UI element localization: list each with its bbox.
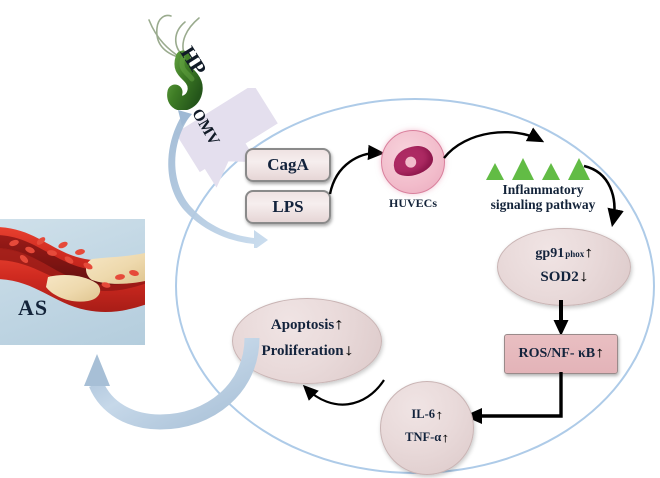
- cytokines-node: IL-6 ↑ TNF-α ↑: [380, 381, 474, 475]
- apoptosis-name: Apoptosis: [270, 317, 335, 333]
- omv-to-targets-arrow: [168, 110, 268, 248]
- ros-nfkb-box: ROS/NF- κB ↑: [504, 334, 618, 374]
- huvecs-to-inflammatory-arrow: [443, 127, 545, 159]
- sod2-name: SOD2: [540, 269, 579, 285]
- gp91-name: gp91: [535, 246, 565, 261]
- proliferation-name: Proliferation: [261, 343, 344, 359]
- proliferation-row: Proliferation ↓: [233, 343, 381, 360]
- ros-label: ROS/NF- κB: [518, 346, 596, 361]
- inflammatory-line2: signaling pathway: [490, 197, 596, 212]
- tnfa-name: TNF-α: [405, 430, 442, 444]
- triangle-icon: [542, 163, 560, 180]
- il6-name: IL-6: [411, 407, 436, 421]
- il6-trend-arrow: ↑: [434, 406, 444, 422]
- inflammatory-line1: Inflammatory: [502, 182, 584, 197]
- apoptosis-row: Apoptosis ↑: [233, 317, 381, 334]
- artery-plaque-svg: [0, 227, 145, 312]
- atherosclerosis-illustration: [0, 219, 145, 345]
- cytokines-to-cellfate-arrow: [302, 379, 385, 406]
- as-label: AS: [18, 295, 49, 320]
- gp91-trend-arrow: ↑: [583, 245, 594, 262]
- sod2-row: SOD2 ↓: [498, 269, 630, 286]
- oxidative-to-ros-arrow: [553, 300, 569, 336]
- triangle-icon: [486, 163, 504, 180]
- ros-trend-arrow: ↑: [594, 345, 605, 362]
- tnfa-trend-arrow: ↑: [441, 429, 450, 445]
- sod2-trend-arrow: ↓: [578, 268, 589, 286]
- inflammatory-pathway-label: Inflammatory signaling pathway: [478, 182, 608, 212]
- lps-label: LPS: [272, 197, 304, 216]
- huvecs-label: HUVECs: [388, 196, 437, 210]
- apoptosis-trend-arrow: ↑: [333, 316, 345, 334]
- cellfate-to-as-arrow: [84, 337, 260, 430]
- h-pylori-bacterium: [148, 14, 203, 110]
- inflammatory-triangles: [486, 152, 600, 180]
- ros-row: ROS/NF- κB ↑: [518, 345, 605, 362]
- triangle-icon: [568, 158, 590, 180]
- huvec-nucleus: [389, 142, 437, 180]
- il6-row: IL-6 ↑: [381, 407, 473, 422]
- inflammatory-to-oxidative-arrow: [583, 164, 624, 228]
- proliferation-trend-arrow: ↓: [343, 342, 354, 360]
- triangle-icon: [512, 158, 534, 180]
- gp91-superscript: phox: [565, 249, 585, 259]
- lps-box[interactable]: LPS: [245, 190, 331, 224]
- caga-box[interactable]: CagA: [245, 148, 331, 182]
- huvec-cell: [381, 130, 445, 194]
- caga-to-huvecs-arrow: [328, 144, 385, 195]
- ros-to-cytokines-arrow: [464, 372, 563, 424]
- caga-label: CagA: [267, 155, 309, 174]
- tnfa-row: TNF-α ↑: [381, 430, 473, 445]
